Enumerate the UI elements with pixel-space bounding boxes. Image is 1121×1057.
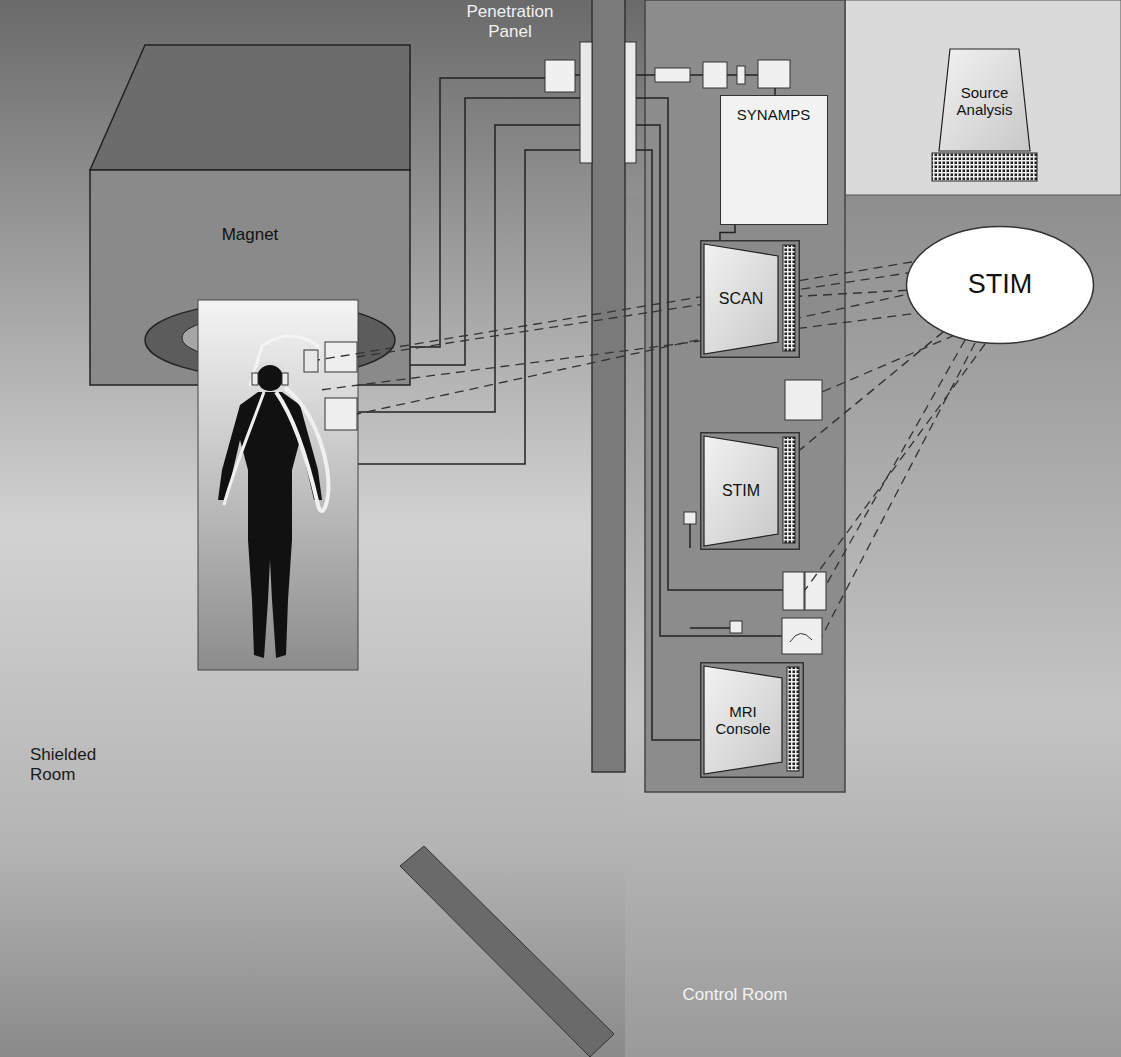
keyboard xyxy=(932,153,1037,181)
interface-symbol xyxy=(790,633,812,642)
node-text: Magnet xyxy=(222,225,279,245)
node-text: SCAN xyxy=(719,290,763,308)
monitor-screen xyxy=(704,244,778,354)
panel-label: Penetration Panel xyxy=(445,2,575,41)
connector xyxy=(720,225,735,240)
signal-chain xyxy=(655,60,790,88)
headphones xyxy=(252,373,258,385)
magnet-top xyxy=(90,45,410,170)
stimulus-ellipse: STIM xyxy=(905,225,1095,345)
monitor-screen xyxy=(704,666,782,774)
air-tube xyxy=(276,388,328,511)
interface-boxes xyxy=(684,380,826,654)
text-area: MRI Console xyxy=(708,670,778,770)
room-label: Shielded Room xyxy=(30,745,140,784)
amplifier-box: SYNAMPS xyxy=(720,95,828,225)
patient-table xyxy=(198,300,358,670)
computer-monitor: MRI Console xyxy=(700,662,804,778)
text-area: SYNAMPS xyxy=(724,100,823,130)
headphones xyxy=(255,363,285,378)
connector xyxy=(800,332,943,450)
computer-monitor: STIM xyxy=(700,432,800,550)
equipment-rack xyxy=(645,0,845,792)
headphones xyxy=(282,373,288,385)
penetration-panel-plate xyxy=(625,42,636,163)
keyboard xyxy=(783,245,795,351)
node-text: STIM xyxy=(722,482,760,500)
keyboard xyxy=(787,667,799,771)
text-area: Magnet xyxy=(90,170,410,300)
amplifier-box xyxy=(325,398,357,430)
monitor-frame xyxy=(701,241,800,358)
stimulus-ellipse xyxy=(907,227,1094,344)
node-text: MRI Console xyxy=(708,703,778,738)
connector xyxy=(800,290,907,296)
computer-monitor: SCAN xyxy=(700,240,800,358)
text-area: SCAN xyxy=(708,248,774,350)
patient-body xyxy=(218,392,322,658)
filter-box xyxy=(545,60,575,92)
node-text: Source Analysis xyxy=(952,84,1017,119)
analysis-area xyxy=(845,0,1121,195)
air-tube xyxy=(224,392,264,505)
patient-head xyxy=(257,365,283,391)
keyboard xyxy=(783,437,795,543)
text-area: Source Analysis xyxy=(952,55,1017,147)
monitor-frame xyxy=(701,433,800,550)
penetration-panel-plate xyxy=(580,42,592,163)
node-text: STIM xyxy=(968,269,1033,300)
monitor-frame xyxy=(701,663,804,778)
text-area: STIM xyxy=(708,440,774,542)
monitor-screen xyxy=(704,436,778,546)
stim-lines xyxy=(318,262,985,636)
magnet-label-area: Magnet xyxy=(90,170,410,300)
text-area: STIM xyxy=(935,245,1065,325)
computer-monitor: Source Analysis xyxy=(930,45,1039,185)
monitor-screen xyxy=(939,49,1030,151)
shield-wall xyxy=(592,0,625,772)
node-text: SYNAMPS xyxy=(737,106,810,123)
amplifier-box xyxy=(325,342,357,372)
room-label: Control Room xyxy=(680,985,790,1005)
door xyxy=(400,846,614,1057)
head-coil-box xyxy=(304,350,318,372)
